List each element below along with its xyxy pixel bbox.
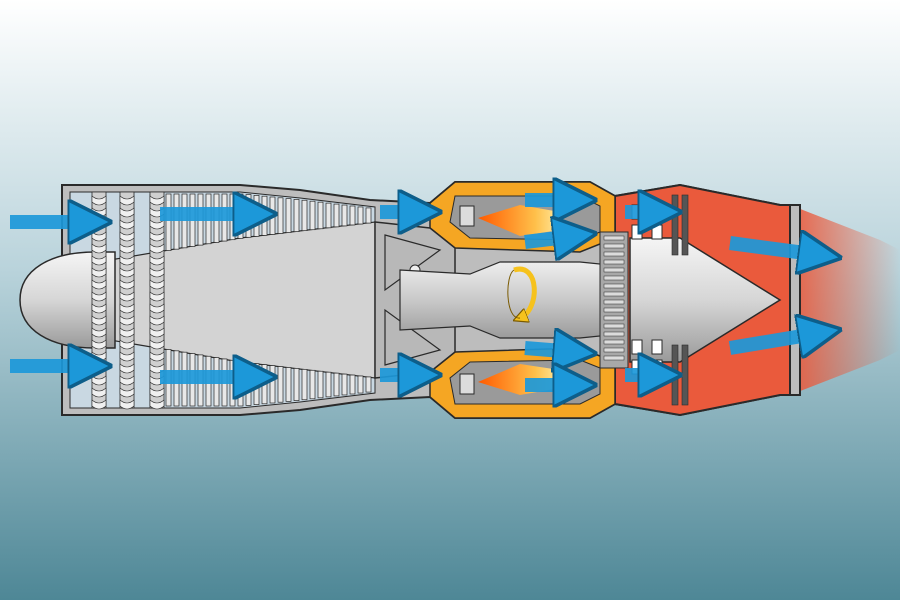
fuel-injector-lower bbox=[459, 373, 475, 395]
compressor-stage bbox=[357, 206, 364, 394]
compressor-stage bbox=[293, 199, 300, 401]
fan-stage bbox=[119, 191, 135, 410]
nose-spinner bbox=[19, 251, 116, 349]
turbine-blades bbox=[603, 235, 625, 361]
compressor-stage bbox=[285, 198, 292, 402]
compressor-stage bbox=[349, 205, 356, 395]
fuel-injector-upper bbox=[459, 205, 475, 227]
compressor-stage bbox=[333, 203, 340, 397]
airflow-arrow-icon bbox=[729, 243, 820, 255]
turbine-section bbox=[599, 231, 629, 369]
exhaust-cone bbox=[629, 237, 782, 363]
compressor-stage bbox=[325, 202, 332, 398]
compressor-stage bbox=[277, 197, 284, 403]
fan-stage bbox=[91, 191, 107, 410]
rotation-arrow-icon bbox=[507, 266, 537, 318]
airflow-arrows bbox=[10, 200, 820, 385]
compressor-stage bbox=[309, 200, 316, 400]
airflow-arrow-icon bbox=[524, 348, 575, 352]
main-shaft bbox=[399, 261, 621, 339]
compressor-stage bbox=[341, 204, 348, 396]
compressor-stage bbox=[317, 201, 324, 399]
airflow-arrow-icon bbox=[524, 236, 575, 242]
compressor-stage bbox=[365, 207, 372, 393]
fan-blades bbox=[91, 191, 165, 410]
flame-upper bbox=[478, 205, 560, 236]
compressor-stage bbox=[301, 199, 308, 401]
airflow-arrow-icon bbox=[728, 333, 820, 348]
